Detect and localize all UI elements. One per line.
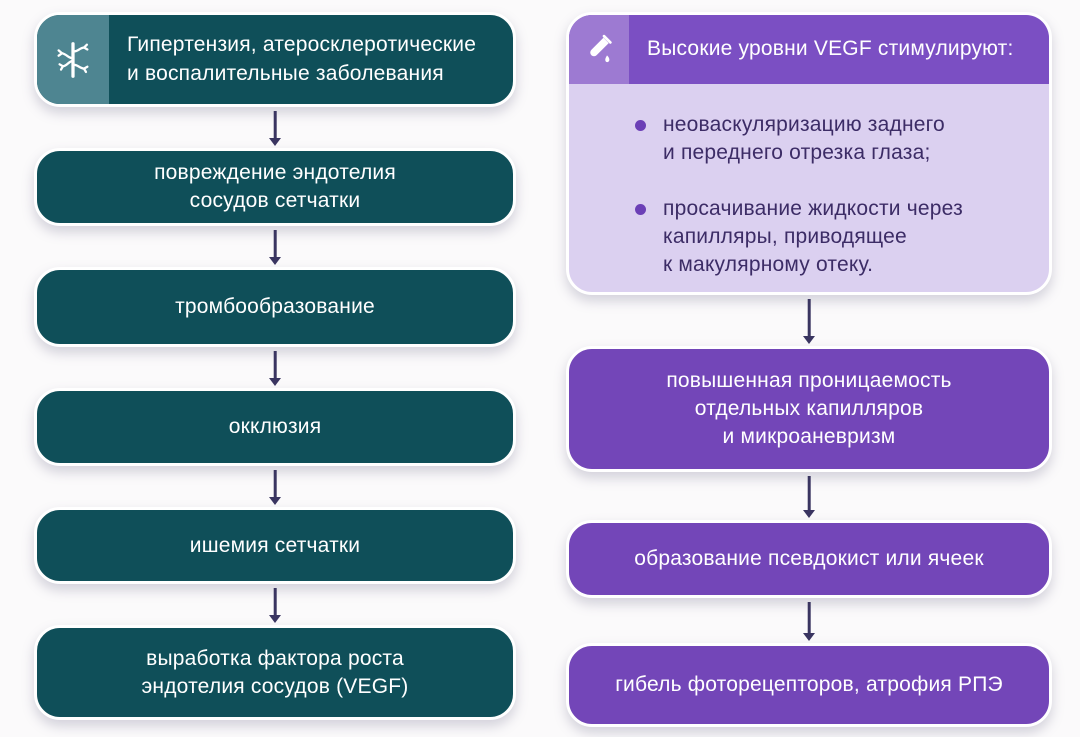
left-header-text: Гипертензия, атеросклеротические и воспа…	[127, 33, 477, 85]
right-step-pseudocysts: образование псевдокист или ячеек	[566, 520, 1052, 598]
left-step-endothelium-damage: повреждение эндотелия сосудов сетчатки	[34, 148, 516, 226]
left-step-vegf-production: выработка фактора роста эндотелия сосудо…	[34, 625, 516, 720]
test-tube-icon	[569, 15, 629, 84]
right-step-photoreceptor-death: гибель фоторецепторов, атрофия РПЭ	[566, 643, 1052, 727]
vegf-card-header: Высокие уровни VEGF стимулируют:	[569, 15, 1049, 84]
left-step-occlusion: окклюзия	[34, 388, 516, 466]
down-arrow-icon	[266, 466, 284, 507]
left-header-box: Гипертензия, атеросклеротические и воспа…	[34, 12, 516, 107]
bullet-text-neovascularization: неоваскуляризацию заднего и переднего от…	[663, 113, 945, 164]
blood-vessel-icon	[37, 15, 109, 104]
down-arrow-icon	[266, 347, 284, 388]
bullet-item: просачивание жидкости через капилляры, п…	[635, 195, 1029, 279]
bullet-dot-icon	[635, 120, 646, 131]
down-arrow-icon	[800, 598, 818, 643]
left-step-thrombosis: тромбообразование	[34, 267, 516, 347]
down-arrow-icon	[266, 226, 284, 267]
bullet-dot-icon	[635, 203, 646, 215]
down-arrow-icon	[800, 295, 818, 346]
vegf-card-title: Высокие уровни VEGF стимулируют:	[647, 37, 1014, 61]
right-step-capillary-permeability: повышенная проницаемость отдельных капил…	[566, 346, 1052, 472]
down-arrow-icon	[266, 107, 284, 148]
right-flow-column: Высокие уровни VEGF стимулируют: неоваск…	[566, 12, 1052, 727]
left-flow-column: Гипертензия, атеросклеротические и воспа…	[34, 12, 516, 720]
vegf-card-body: неоваскуляризацию заднего и переднего от…	[569, 84, 1049, 292]
down-arrow-icon	[266, 584, 284, 625]
bullet-text-fluid-leakage: просачивание жидкости через капилляры, п…	[663, 196, 963, 276]
down-arrow-icon	[800, 472, 818, 520]
left-step-retinal-ischemia: ишемия сетчатки	[34, 507, 516, 584]
bullet-item: неоваскуляризацию заднего и переднего от…	[635, 111, 1029, 167]
vegf-effects-card: Высокие уровни VEGF стимулируют: неоваск…	[566, 12, 1052, 295]
